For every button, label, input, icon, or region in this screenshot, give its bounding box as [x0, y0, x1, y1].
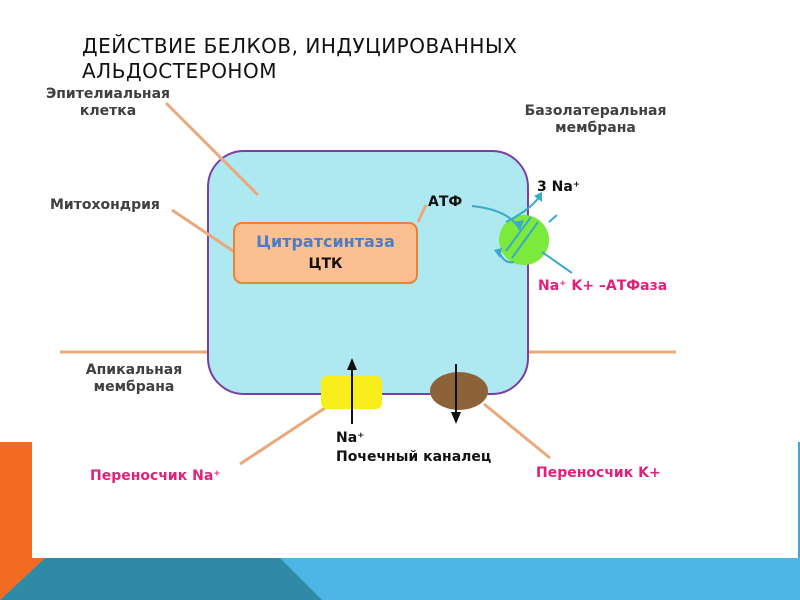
- decorative-blue-edge: [798, 442, 800, 560]
- atp-label: АТФ: [428, 194, 463, 210]
- na-uptake-arrow-head: [347, 358, 357, 370]
- page-title: ДЕЙСТВИЕ БЕЛКОВ, ИНДУЦИРОВАННЫХ АЛЬДОСТЕ…: [82, 34, 518, 83]
- na-out-arrow-head: [534, 192, 542, 202]
- pointer-mitochondrion: [171, 208, 237, 255]
- pump-stripe-1: [511, 221, 539, 259]
- renal-tubule-label: Почечный каналец: [336, 449, 492, 465]
- atp-arrow-head: [513, 220, 524, 230]
- three-na-label: 3 Na⁺: [537, 179, 581, 195]
- mitochondrion-label: Митохондрия: [50, 197, 160, 213]
- na-lumen-label: Na⁺: [336, 430, 365, 446]
- pointer-na-transporter: [239, 404, 329, 466]
- pointer-epithelial-cell: [164, 101, 260, 197]
- k-in-arrow: [499, 253, 515, 264]
- na-transporter-label: Переносчик Na⁺: [90, 468, 221, 484]
- apical-membrane-label: Апикальная мембрана: [85, 362, 183, 395]
- tca-cycle-label: ЦТК: [308, 256, 343, 272]
- pointer-atpase: [541, 251, 573, 274]
- na-k-atpase-label: Na⁺ K+ –АТФаза: [538, 278, 668, 294]
- pump-stripe-2: [505, 216, 532, 252]
- k-in-arrow-head: [494, 248, 502, 258]
- decorative-bottom-strip: [0, 558, 800, 600]
- pointer-atp: [416, 204, 428, 223]
- k-secretion-arrow-head: [451, 412, 461, 424]
- k-transporter: [430, 372, 488, 410]
- pointer-k-transporter: [483, 402, 551, 460]
- epithelial-cell-label: Эпителиальная клетка: [45, 86, 171, 119]
- basolateral-membrane-label: Базолатеральная мембрана: [524, 103, 667, 136]
- mitochondrion-box: Цитратсинтаза ЦТК: [233, 222, 418, 284]
- citrate-synthase-label: Цитратсинтаза: [256, 232, 395, 251]
- pump-arrow-right: [548, 214, 558, 223]
- k-transporter-label: Переносчик K+: [536, 465, 661, 481]
